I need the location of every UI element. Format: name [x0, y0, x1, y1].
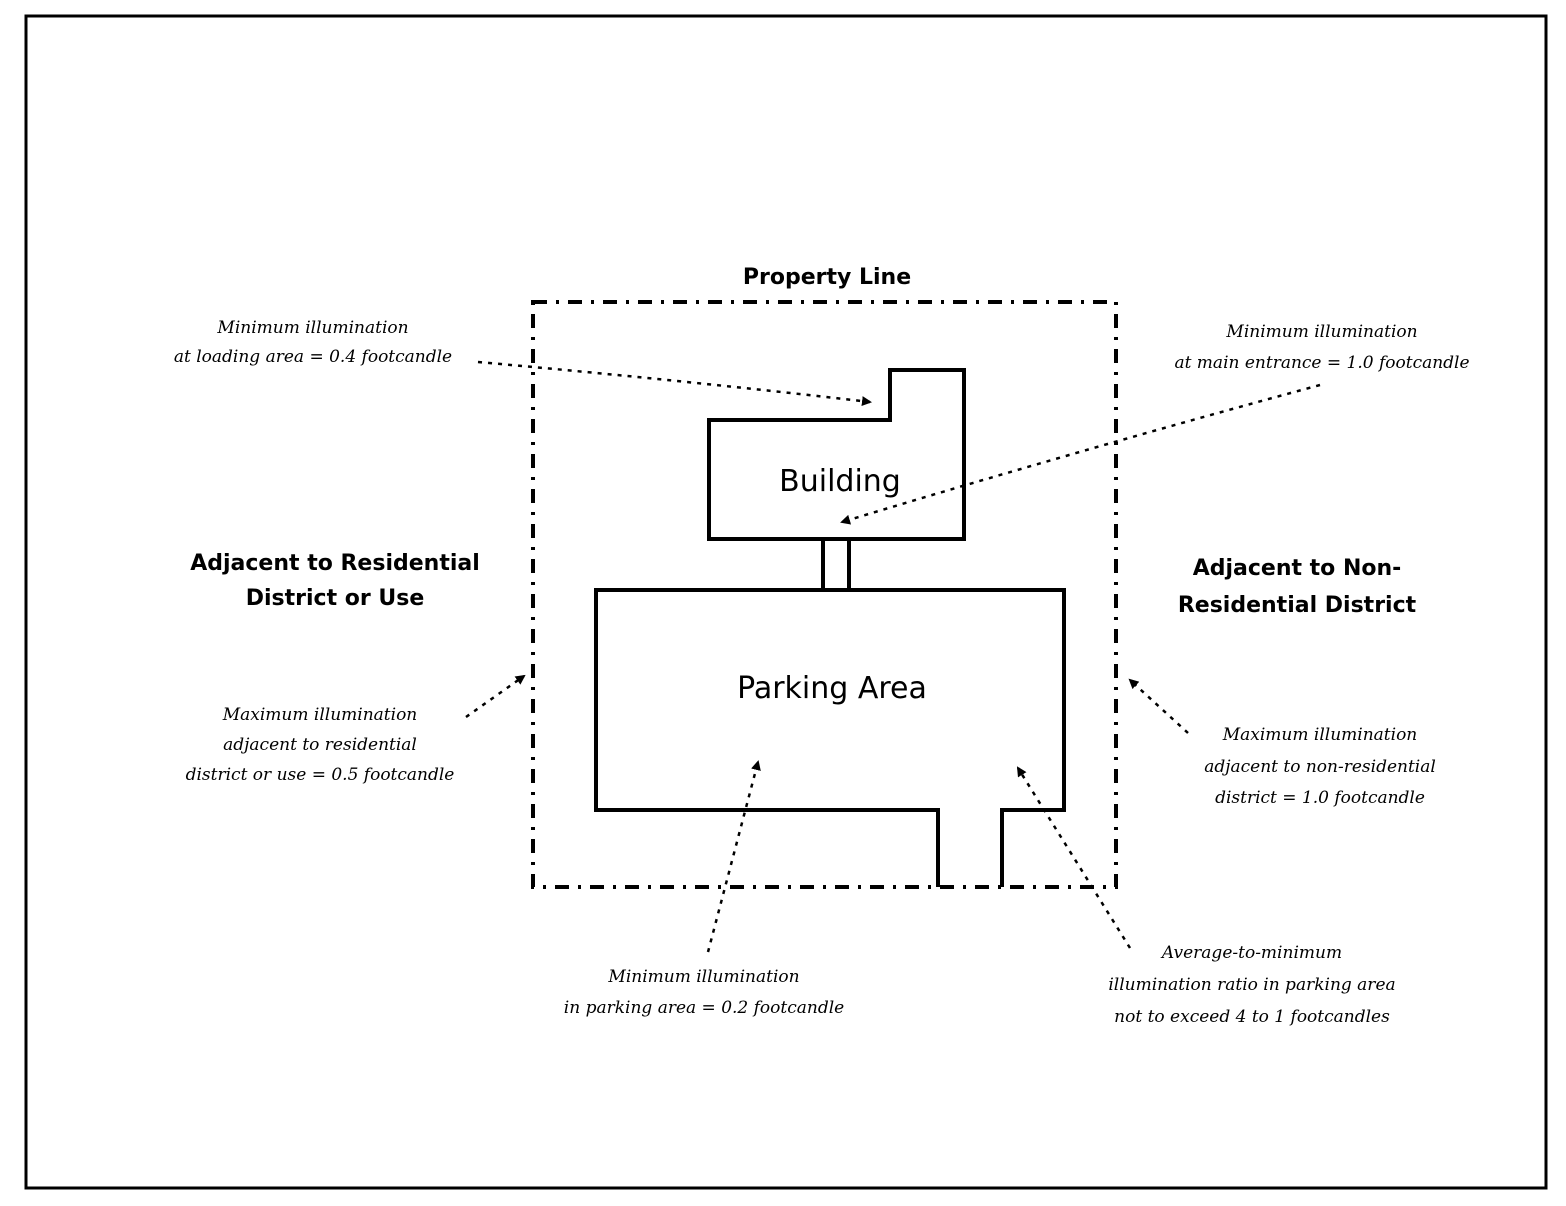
main-entrance-leader-arrow	[840, 383, 1321, 525]
note-line: Maximum illumination	[222, 705, 418, 725]
note-line: adjacent to non-residential	[1204, 757, 1436, 777]
note-line: district or use = 0.5 footcandle	[186, 765, 455, 785]
ratio-note: Average-to-minimum illumination ratio in…	[1108, 943, 1395, 1027]
note-line: in parking area = 0.2 footcandle	[564, 998, 844, 1018]
nonresidential-max-note: Maximum illumination adjacent to non-res…	[1204, 725, 1436, 808]
main-entrance-note: Minimum illumination at main entrance = …	[1174, 322, 1469, 373]
note-line: Minimum illumination	[216, 318, 408, 338]
nonresidential-max-leader-arrow	[1128, 678, 1189, 734]
note-line: adjacent to residential	[223, 735, 417, 755]
note-line: Maximum illumination	[1222, 725, 1418, 745]
loading-area-leader-arrow	[477, 360, 872, 407]
note-line: at main entrance = 1.0 footcandle	[1174, 353, 1469, 373]
nonresidential-zone-heading-line1: Adjacent to Non-	[1193, 556, 1402, 581]
note-line: illumination ratio in parking area	[1108, 975, 1395, 995]
residential-zone-heading-line2: District or Use	[246, 586, 425, 611]
parking-min-leader-arrow	[706, 760, 761, 953]
note-line: Average-to-minimum	[1160, 943, 1342, 963]
note-line: district = 1.0 footcandle	[1215, 788, 1425, 808]
residential-max-note: Maximum illumination adjacent to residen…	[186, 705, 455, 785]
parking-area-outline	[594, 588, 1066, 887]
building-label: Building	[779, 464, 901, 499]
outer-frame	[24, 14, 1548, 1190]
parking-area-label: Parking Area	[737, 671, 927, 706]
property-line	[531, 300, 1118, 889]
parking-min-note: Minimum illumination in parking area = 0…	[564, 967, 844, 1018]
residential-max-leader-arrow	[465, 674, 526, 719]
nonresidential-zone-heading-line2: Residential District	[1178, 593, 1417, 618]
note-line: at loading area = 0.4 footcandle	[174, 347, 452, 367]
note-line: not to exceed 4 to 1 footcandles	[1114, 1007, 1390, 1027]
note-line: Minimum illumination	[607, 967, 799, 987]
ratio-leader-arrow	[1016, 766, 1132, 949]
loading-area-note: Minimum illumination at loading area = 0…	[174, 318, 452, 367]
residential-zone-heading-line1: Adjacent to Residential	[190, 551, 480, 576]
note-line: Minimum illumination	[1225, 322, 1417, 342]
property-line-label: Property Line	[743, 265, 911, 290]
building-outline	[707, 368, 966, 541]
